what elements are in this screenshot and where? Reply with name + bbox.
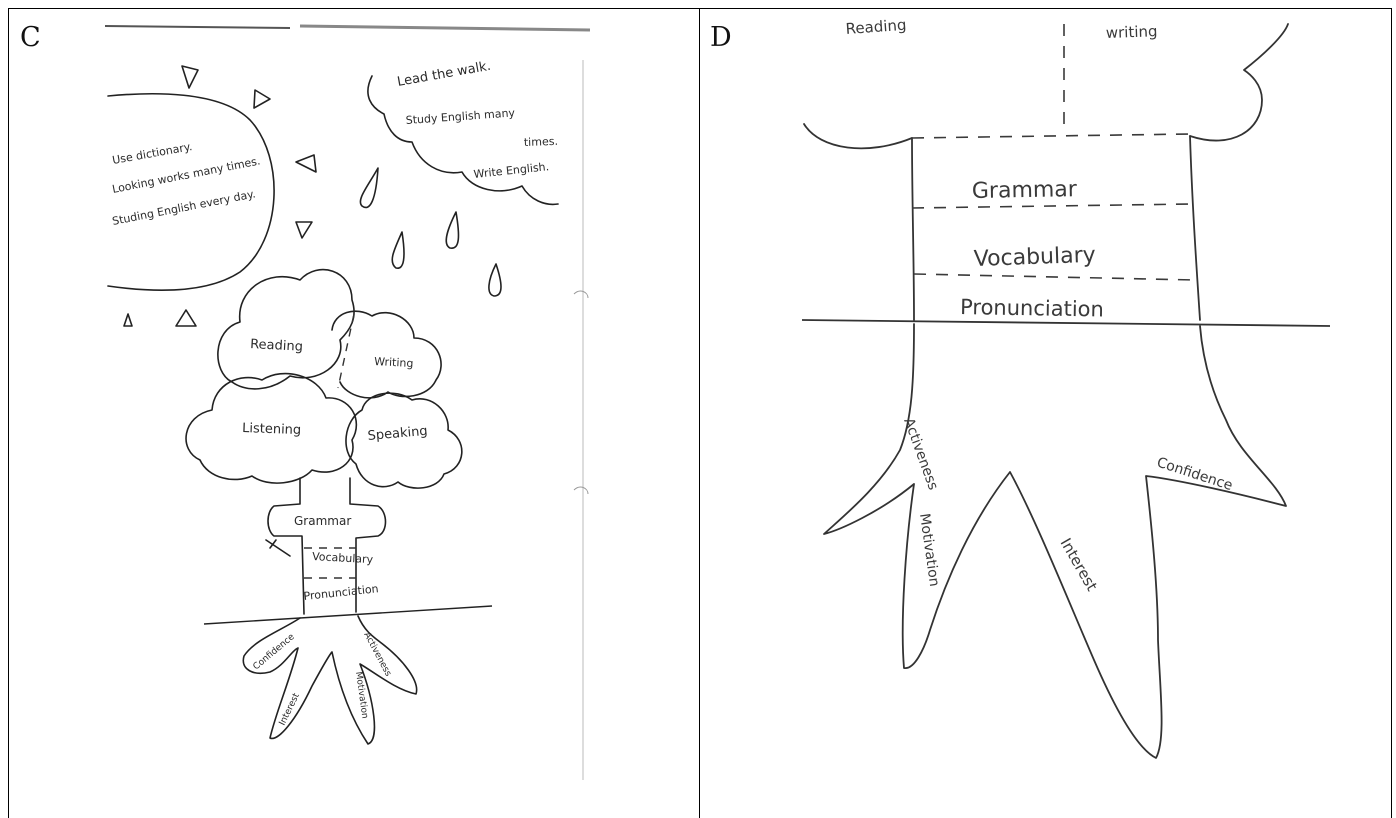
figure-frame [8,8,1392,818]
root-label-motivation: Motivation [916,512,942,587]
sun-ray [123,313,133,327]
cloud-text-line: times. [524,135,559,149]
trunk-label-pronunciation: Pronunciation [960,295,1104,322]
sun-shape [107,92,275,292]
trunk-divider [911,203,1193,209]
canopy-label-listening: Listening [242,421,302,438]
trunk-divider [913,273,1197,281]
cloud-text-line: Study English many [405,106,516,127]
sun-ray [181,65,199,89]
pencil-icon [265,539,291,557]
binder-hole [573,486,589,495]
root-label-motivation: Motivation [353,671,369,719]
root-label-activeness: Activeness [361,631,393,679]
cloud-shape [367,75,559,206]
trunk-label-vocabulary: Vocabulary [973,243,1096,272]
sun-ray [295,221,313,239]
canopy-speaking [345,392,463,489]
panel-label-d: D [710,22,732,53]
trunk-left-edge [911,137,915,321]
raindrop [445,211,460,249]
trunk-shape [267,477,305,615]
canopy-label-speaking: Speaking [367,424,428,444]
raindrop [391,231,405,269]
canopy-label-reading: Reading [845,16,907,38]
raindrop [488,263,502,297]
root-label-confidence: Confidence [252,632,298,672]
panel-label-c: C [20,22,41,53]
sun-text-line: Use dictionary. [111,140,193,167]
canopy-writing [331,310,442,399]
trunk-label-grammar: Grammar [972,177,1078,204]
root-label-interest: Interest [1057,535,1102,594]
raindrop [359,167,379,209]
canopy-listening [185,372,358,484]
canopy-divider [337,313,355,389]
canopy-label-writing: Writing [374,355,414,370]
canopy-outline [803,23,1289,150]
canopy-label-reading: Reading [250,337,303,355]
ground-line [203,605,493,625]
panel-d-drawing: Reading writing Grammar Vocabulary Pronu… [801,16,1331,759]
trunk-shape-right [349,477,387,613]
trunk-label-vocabulary: Vocabulary [312,550,374,566]
cloud-text-line: Write English. [473,160,550,181]
roots-shape [242,615,418,745]
trunk-label-pronunciation: Pronunciation [303,582,379,603]
panel-divider [699,8,700,818]
root-label-activeness: Activeness [900,416,941,492]
trunk-label-grammar: Grammar [294,514,351,528]
binder-hole [573,290,589,299]
canopy-reading [217,268,355,390]
panel-c-drawing: Use dictionary. Looking works many times… [104,24,591,780]
canopy-label-writing: writing [1106,22,1158,42]
sun-ray [253,89,271,109]
root-label-confidence: Confidence [1155,455,1235,495]
ground-line [801,319,1331,327]
sun-ray [175,309,197,327]
sun-ray [295,154,317,173]
cloud-text-line: Lead the walk. [396,59,492,90]
trunk-right-edge [1189,135,1201,321]
trunk-divider [911,133,1191,139]
roots-shape [823,323,1287,759]
root-label-interest: Interest [278,691,302,727]
sun-text-line: Studing English every day. [111,187,257,228]
